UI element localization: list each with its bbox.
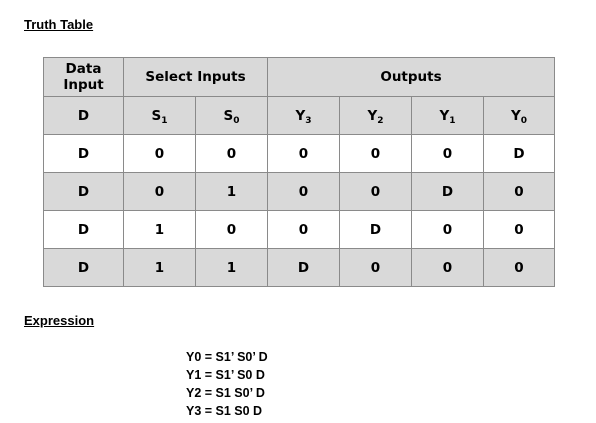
table-cell: 0 [483, 210, 555, 249]
table-cell: 0 [483, 248, 555, 287]
col-header-d: D [43, 96, 124, 135]
table-cell: 0 [267, 134, 340, 173]
table-cell: 0 [267, 172, 340, 211]
truth-table: Data Input Select Inputs Outputs D S1 S0… [43, 57, 555, 287]
table-cell: 0 [123, 172, 196, 211]
table-cell: 0 [123, 134, 196, 173]
table-cell: D [339, 210, 412, 249]
table-cell: 0 [411, 210, 484, 249]
table-row: D 1 1 D 0 0 0 [43, 248, 555, 287]
table-cell: 0 [339, 248, 412, 287]
outputs-header: Outputs [267, 57, 555, 97]
expression-list: Y0 = S1’ S0’ D Y1 = S1’ S0 D Y2 = S1 S0’… [186, 348, 268, 420]
table-cell: 0 [411, 134, 484, 173]
group-header-row: Data Input Select Inputs Outputs [43, 57, 555, 97]
table-row: D 1 0 0 D 0 0 [43, 210, 555, 249]
table-cell: 1 [123, 210, 196, 249]
table-cell: D [411, 172, 484, 211]
col-header-y1: Y1 [411, 96, 484, 135]
table-cell: D [267, 248, 340, 287]
data-input-header: Data Input [43, 57, 124, 97]
table-cell: 0 [195, 134, 268, 173]
table-cell: D [43, 172, 124, 211]
table-cell: 0 [339, 172, 412, 211]
table-row: D 0 1 0 0 D 0 [43, 172, 555, 211]
expression-y3: Y3 = S1 S0 D [186, 404, 263, 418]
expression-y1: Y1 = S1’ S0 D [186, 368, 265, 382]
table-cell: 1 [123, 248, 196, 287]
expression-y2: Y2 = S1 S0’ D [186, 386, 265, 400]
table-row: D 0 0 0 0 0 D [43, 134, 555, 173]
col-header-y0: Y0 [483, 96, 555, 135]
expression-y0: Y0 = S1’ S0’ D [186, 350, 268, 364]
col-header-y3: Y3 [267, 96, 340, 135]
table-cell: D [483, 134, 555, 173]
table-cell: 0 [483, 172, 555, 211]
col-header-s1: S1 [123, 96, 196, 135]
truth-table-heading: Truth Table [24, 17, 94, 32]
table-cell: 1 [195, 248, 268, 287]
expression-heading: Expression [24, 313, 95, 328]
table-cell: 0 [267, 210, 340, 249]
table-cell: 0 [195, 210, 268, 249]
table-cell: 1 [195, 172, 268, 211]
table-cell: D [43, 248, 124, 287]
table-cell: 0 [411, 248, 484, 287]
table-cell: 0 [339, 134, 412, 173]
table-cell: D [43, 210, 124, 249]
col-header-y2: Y2 [339, 96, 412, 135]
col-header-s0: S0 [195, 96, 268, 135]
sub-header-row: D S1 S0 Y3 Y2 Y1 Y0 [43, 96, 555, 135]
table-cell: D [43, 134, 124, 173]
select-inputs-header: Select Inputs [123, 57, 268, 97]
